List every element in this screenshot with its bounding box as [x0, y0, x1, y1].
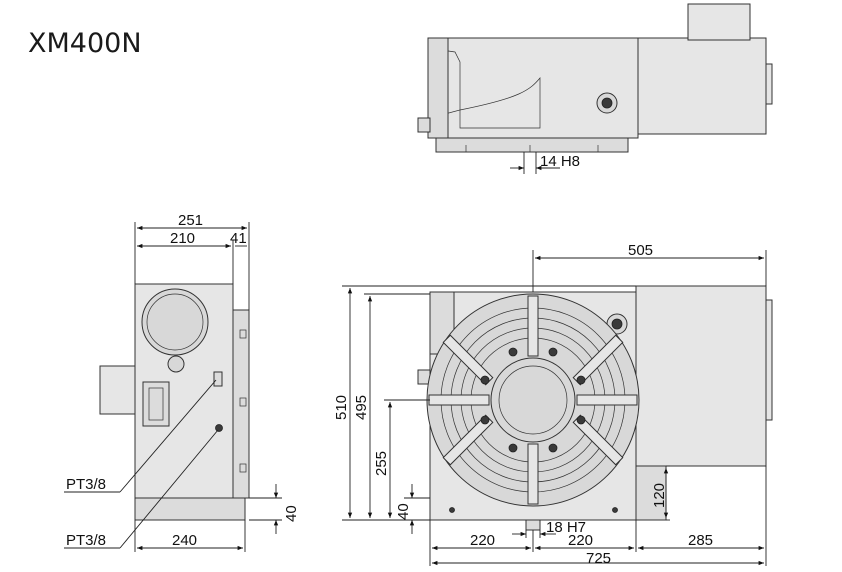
top-view-side-boss	[417, 117, 431, 133]
front-view-dim-overall-height: 510	[333, 395, 350, 420]
side-view-plug	[167, 355, 185, 373]
front-view-dim-overall-length: 725	[586, 550, 611, 567]
side-view-dim-overall-width: 251	[178, 212, 203, 229]
t-slot	[527, 443, 539, 505]
side-view-drive-cover	[141, 288, 209, 356]
side-view-junction-window	[148, 387, 164, 421]
front-view-dim-table-height: 495	[353, 395, 370, 420]
front-view-knob-center	[611, 318, 623, 330]
bolt-hole	[548, 443, 558, 453]
model-title: XM400N	[28, 28, 142, 59]
side-view-dim-flange-width: 41	[230, 230, 247, 247]
front-view-dim-left-half: 220	[470, 532, 495, 549]
top-view-base-plate	[435, 137, 629, 153]
top-view: 14 H8	[417, 3, 773, 174]
front-view-center-bore	[490, 357, 576, 443]
front-view-slot-label: 18 H7	[546, 519, 586, 536]
top-view-motor-cap	[687, 3, 751, 41]
front-view-bolt-holes	[480, 347, 586, 453]
front-view-dim-center-height: 255	[373, 451, 390, 476]
t-slot	[428, 394, 490, 406]
side-view-dim-base-height: 40	[283, 505, 300, 522]
front-view-dim-base-height: 40	[395, 503, 412, 520]
front-view-motor-connector	[765, 299, 773, 421]
bolt-hole	[480, 415, 490, 425]
side-view-dim-body-width: 210	[170, 230, 195, 247]
side-view-flange-bolt	[239, 397, 247, 407]
side-view-flange-bolt	[239, 463, 247, 473]
side-view-flange-bolt	[239, 329, 247, 339]
t-slot	[527, 295, 539, 357]
side-view-port-upper-label: PT3/8	[66, 476, 106, 493]
side-view-drive-cover-inner	[146, 293, 204, 351]
top-view-front-plate	[427, 37, 449, 139]
bolt-hole	[576, 375, 586, 385]
top-view-motor-connector	[765, 63, 773, 105]
front-view-motor-housing	[635, 285, 767, 467]
side-view-leader-lower-port	[119, 429, 219, 549]
bolt-hole	[508, 347, 518, 357]
bolt-hole	[576, 415, 586, 425]
side-view-motor-stub	[99, 365, 136, 415]
front-view-dim-motor-length: 505	[628, 242, 653, 259]
top-view-body	[427, 37, 639, 139]
front-view-key-slot	[525, 519, 541, 531]
side-view-port-lower-label: PT3/8	[66, 532, 106, 549]
top-view-cover-contour	[459, 77, 541, 129]
top-view-motor-housing	[637, 37, 767, 135]
side-view-dim-bottom-width: 240	[172, 532, 197, 549]
bolt-hole	[508, 443, 518, 453]
side-view-leader-upper-port	[119, 379, 217, 493]
front-view-t-slots	[428, 295, 638, 505]
top-view-knob-center	[601, 97, 613, 109]
side-view-lower-port	[215, 424, 223, 432]
front-view-dim-motor-base: 120	[651, 483, 668, 508]
side-view-upper-port	[213, 371, 223, 387]
front-view-motor-base	[635, 465, 667, 521]
side-view: 251 210 41 240 40 PT3/8 PT3/8	[64, 212, 300, 552]
side-view-base	[134, 497, 246, 521]
t-slot	[576, 394, 638, 406]
bolt-hole	[548, 347, 558, 357]
front-view-dim-right-half: 220	[568, 532, 593, 549]
bolt-hole	[480, 375, 490, 385]
front-view-base-hole	[612, 507, 618, 513]
front-view: 505 510 495 255 40 120 18 H7 220	[333, 242, 773, 567]
front-view-dim-motor-extension: 285	[688, 532, 713, 549]
top-view-slot-label: 14 H8	[540, 153, 580, 170]
front-view-base-hole	[449, 507, 455, 513]
side-view-junction-box	[142, 381, 170, 427]
front-view-center-bore-inner	[498, 365, 568, 435]
